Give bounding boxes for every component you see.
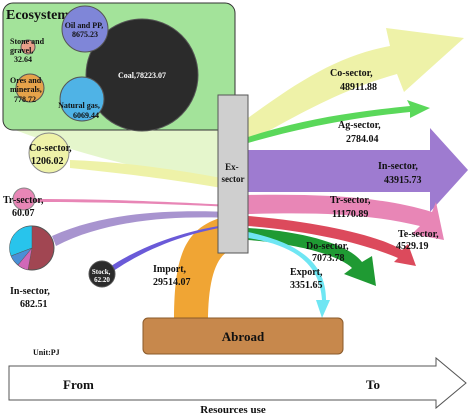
import-label: Import, 29514.07 bbox=[153, 264, 191, 288]
co-sector-input-node bbox=[28, 132, 70, 174]
in-sector-input-label: In-sector, 682.51 bbox=[10, 286, 52, 310]
to-label: To bbox=[366, 377, 380, 392]
coal-label: Coal,78223.07 bbox=[118, 71, 166, 80]
co-sector-input-label: Co-sector, 1206.02 bbox=[29, 143, 74, 167]
from-to-arrow bbox=[8, 356, 467, 410]
stone-gravel-label: Stone and gravel, 32.64 bbox=[10, 37, 46, 64]
te-sector-output-label: Te-sector, 4529.19 bbox=[396, 229, 441, 252]
co-sector-input-flow bbox=[70, 160, 232, 190]
natural-gas-label: Natural gas, 6069.44 bbox=[58, 101, 102, 120]
abroad-box bbox=[142, 317, 344, 355]
tr-sector-output-flow bbox=[248, 194, 444, 240]
tr-sector-output-label: Tr-sector, 11170.89 bbox=[330, 195, 373, 220]
co-sector-output-flow bbox=[248, 28, 464, 142]
export-output-label: Export, 3351.65 bbox=[290, 267, 325, 291]
te-sector-output-flow bbox=[248, 216, 416, 266]
in-sector-output-label: In-sector, 43915.73 bbox=[378, 161, 422, 186]
ex-sector-label: Ex- sector bbox=[222, 162, 245, 184]
unit-label: Unit:PJ bbox=[33, 348, 60, 357]
oil-pp-node bbox=[61, 5, 109, 53]
natural-gas-node bbox=[59, 76, 105, 122]
ores-minerals-label: Ores and minerals, 778.72 bbox=[10, 76, 44, 104]
export-flow bbox=[248, 232, 330, 318]
tr-sector-input-flow bbox=[35, 199, 232, 207]
ecosystem-title: Ecosystem bbox=[6, 8, 69, 23]
ecosystem-to-ex-sector-flow bbox=[15, 130, 232, 182]
resources-use-caption: Resources use bbox=[200, 404, 266, 416]
co-sector-output-label: Co-sector, 48911.88 bbox=[330, 68, 377, 93]
stock-node bbox=[88, 260, 116, 288]
coal-node bbox=[85, 18, 199, 132]
ag-sector-output-label: Ag-sector, 2784.04 bbox=[338, 120, 383, 145]
stone-gravel-node bbox=[20, 39, 36, 55]
do-sector-output-label: Do-sector, 7073.78 bbox=[306, 241, 351, 264]
in-sector-output-flow bbox=[248, 128, 468, 212]
ag-sector-output-flow bbox=[248, 100, 430, 143]
in-sector-input-pie bbox=[9, 225, 55, 271]
tr-sector-input-node bbox=[12, 187, 36, 211]
in-sector-input-flow bbox=[52, 211, 232, 246]
abroad-label: Abroad bbox=[222, 329, 265, 344]
ex-sector-box bbox=[217, 94, 249, 254]
oil-pp-label: Oil and PP, 8675.23 bbox=[65, 21, 106, 39]
from-label: From bbox=[63, 377, 94, 392]
stock-label: Stock, 62.20 bbox=[92, 268, 112, 284]
tr-sector-input-label: Tr-sector, 60.07 bbox=[3, 195, 46, 219]
ores-minerals-node bbox=[15, 73, 45, 103]
